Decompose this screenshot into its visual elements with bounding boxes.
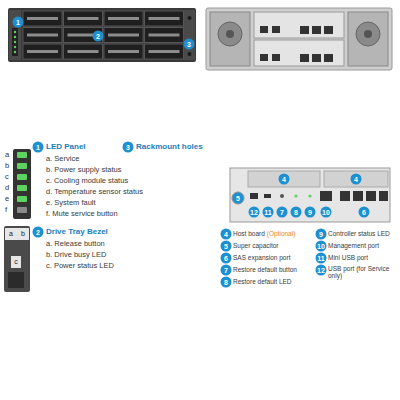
callout-number: 12 xyxy=(249,207,260,218)
led-letter: d xyxy=(5,184,9,193)
part-letter: a xyxy=(8,230,14,238)
callout-number: 4 xyxy=(279,174,290,185)
controller-zoom xyxy=(230,168,390,222)
key-item: SAS expansion port xyxy=(233,254,290,261)
key-item: c. Power status LED xyxy=(46,262,114,271)
led-letter: f xyxy=(5,206,7,215)
callout-number: 11 xyxy=(316,253,327,264)
led-letter: e xyxy=(5,195,9,204)
drive-bays xyxy=(23,11,184,59)
front-chassis xyxy=(8,8,196,62)
led-letter: a xyxy=(5,151,9,160)
optional-note: (Optional) xyxy=(267,230,296,237)
key-item: f. Mute service button xyxy=(46,210,118,219)
key-item: Restore default button xyxy=(233,266,297,273)
callout-number: 11 xyxy=(263,207,274,218)
rear-chassis xyxy=(206,8,392,70)
part-letter: c xyxy=(13,258,19,266)
key-item: Controller status LED xyxy=(328,230,390,237)
callout-number: 12 xyxy=(316,265,327,276)
callout-number: 6 xyxy=(359,207,370,218)
callout-number: 5 xyxy=(233,193,244,204)
callout-number: 3 xyxy=(184,39,195,50)
section-heading: Drive Tray Bezel xyxy=(46,227,108,236)
part-letter: b xyxy=(20,230,26,238)
led-letter: b xyxy=(5,162,9,171)
section-heading: LED Panel xyxy=(46,142,86,151)
callout-number: 6 xyxy=(221,253,232,264)
key-item: Host board xyxy=(233,230,265,237)
led-letter: c xyxy=(5,173,9,182)
callout-number: 5 xyxy=(221,241,232,252)
led-panel-image xyxy=(13,149,31,219)
key-item: a. Service xyxy=(46,155,79,164)
callout-number: 8 xyxy=(221,277,232,288)
callout-number: 9 xyxy=(316,229,327,240)
callout-number: 4 xyxy=(351,174,362,185)
callout-number: 7 xyxy=(277,207,288,218)
callout-number: 8 xyxy=(291,207,302,218)
callout-number: 7 xyxy=(221,265,232,276)
key-item: Super capacitor xyxy=(233,242,279,249)
callout-number: 1 xyxy=(13,17,24,28)
key-item: a. Release button xyxy=(46,240,105,249)
callout-number: 3 xyxy=(123,142,134,153)
key-item: d. Temperature sensor status xyxy=(46,188,143,197)
callout-number: 2 xyxy=(93,31,104,42)
key-item: USB port (for Service only) xyxy=(328,265,396,280)
key-item: b. Drive busy LED xyxy=(46,251,106,260)
key-item: Restore default LED xyxy=(233,278,292,285)
key-item: Management port xyxy=(328,242,379,249)
key-item: c. Cooling module status xyxy=(46,177,128,186)
callout-number: 10 xyxy=(316,241,327,252)
key-item: b. Power supply status xyxy=(46,166,121,175)
key-item: Mini USB port xyxy=(328,254,368,261)
callout-number: 4 xyxy=(221,229,232,240)
drive-bezel-image xyxy=(4,226,30,292)
callout-number: 10 xyxy=(321,207,332,218)
callout-number: 2 xyxy=(33,227,44,238)
section-heading: Rackmount holes xyxy=(136,142,203,151)
callout-number: 1 xyxy=(33,142,44,153)
key-item: e. System fault xyxy=(46,199,96,208)
callout-number: 9 xyxy=(305,207,316,218)
